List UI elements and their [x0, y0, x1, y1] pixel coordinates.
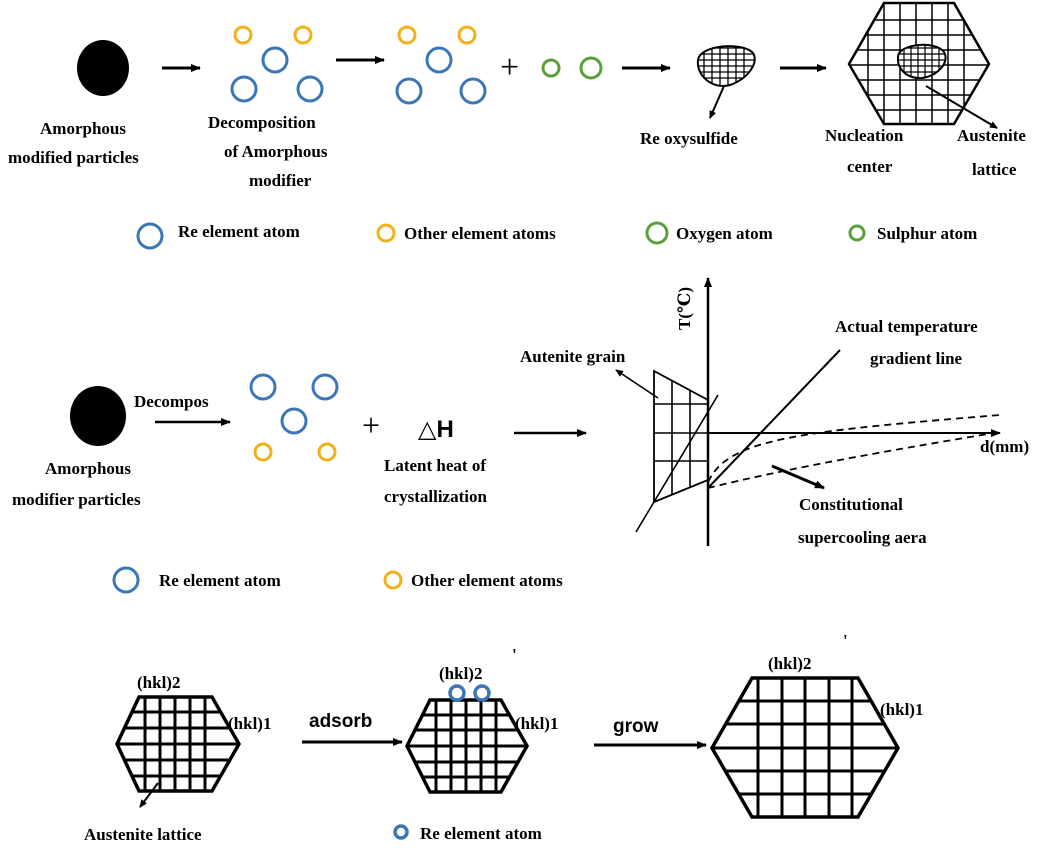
actual-gradient-label-2: gradient line [870, 349, 963, 368]
actual-gradient-line [707, 349, 841, 489]
autenite-grain-label: Autenite grain [520, 347, 626, 366]
plus-sign: + [500, 49, 519, 86]
lattice-pointer [925, 85, 998, 129]
nucleation-label-1: Nucleation [825, 126, 904, 145]
modifier-particle [70, 386, 126, 446]
legend-other-icon [376, 223, 396, 243]
liquidus-curve-lower [707, 431, 1001, 489]
other-atom [233, 25, 253, 45]
oxygen-atom [579, 56, 603, 80]
re-atom [311, 373, 339, 401]
oxysulfide-pointer [709, 85, 725, 119]
re-atom [280, 407, 308, 435]
amorphous-label-1: Amorphous [40, 119, 126, 138]
supercooling-pointer [771, 464, 825, 490]
adsorb-label: adsorb [309, 711, 372, 732]
austenite-label-1: Austenite [957, 126, 1026, 145]
atom-cluster-2 [395, 25, 487, 105]
y-axis-label: T(℃) [675, 287, 694, 330]
decomposition-label-2: of Amorphous [224, 142, 328, 161]
middle-row: Decompos Amorphous modifier particles + … [12, 277, 1029, 594]
hkl2-label-3: (hkl)2 [768, 654, 811, 673]
constitutional-label-2: supercooling aera [798, 528, 927, 547]
hexagon-lattice-large [709, 676, 901, 819]
plus-sign-2: + [362, 407, 380, 443]
legend-re-label-2: Re element atom [159, 571, 281, 590]
legend-other-icon-2 [383, 570, 403, 590]
decomposition-label-1: Decomposition [208, 113, 316, 132]
other-atom [293, 25, 313, 45]
bottom-row: (hkl)2 (hkl)1 Austenite lattice adsorb (… [84, 631, 923, 844]
grain-pointer [615, 369, 659, 399]
oxygen-atom [541, 58, 561, 78]
top-row: Amorphous modified particles Decompositi… [8, 1, 1026, 250]
re-atom [296, 75, 324, 103]
re-atom [230, 75, 258, 103]
austenite-lattice-hexagon [847, 1, 991, 126]
amorphous-particle [77, 40, 129, 96]
hexagon-lattice-adsorbed [405, 684, 530, 794]
top-legend: Re element atom Other element atoms Oxyg… [136, 221, 977, 250]
hkl2-label-1: (hkl)2 [137, 673, 180, 692]
re-atom [425, 46, 453, 74]
re-oxysulfide-label: Re oxysulfide [640, 129, 738, 148]
re-atom [459, 77, 487, 105]
hkl1-label-2: (hkl)1 [515, 714, 558, 733]
latent-heat-label-2: crystallization [384, 487, 487, 506]
adsorbed-re-atom [473, 684, 491, 702]
legend-re-icon [136, 222, 164, 250]
actual-gradient-label-1: Actual temperature [835, 317, 978, 336]
amorphous-modifier-label-1: Amorphous [45, 459, 131, 478]
prime-mark-3: ' [843, 631, 848, 650]
legend-re-icon-2 [112, 566, 140, 594]
grow-label: grow [613, 716, 659, 737]
legend-oxygen-label: Oxygen atom [676, 224, 773, 243]
atom-cluster-3 [249, 373, 339, 462]
adsorbed-re-atom [448, 684, 466, 702]
hexagon-lattice-small [115, 695, 242, 793]
autenite-grain-grid [654, 381, 708, 495]
legend-oxygen-icon [645, 221, 669, 245]
decomposition-label-3: modifier [249, 171, 312, 190]
re-oxysulfide-blob [696, 45, 756, 87]
legend-other-label-2: Other element atoms [411, 571, 563, 590]
re-atom [261, 46, 289, 74]
re-atom [395, 77, 423, 105]
other-atom [457, 25, 477, 45]
decompos-label: Decompos [134, 392, 209, 411]
austenite-lattice-label: Austenite lattice [84, 825, 202, 844]
legend-sulphur-label: Sulphur atom [877, 224, 977, 243]
hkl1-label-1: (hkl)1 [228, 714, 271, 733]
delta-h-label: △H [418, 416, 454, 443]
other-atom [397, 25, 417, 45]
x-axis-label: d(mm) [980, 437, 1029, 456]
re-atom [249, 373, 277, 401]
legend-re-icon-3 [393, 824, 409, 840]
lattice-pointer-bottom [139, 782, 159, 808]
legend-sulphur-icon [848, 224, 866, 242]
atom-cluster-1 [230, 25, 324, 103]
latent-heat-label-1: Latent heat of [384, 456, 486, 475]
hkl2-label-2: (hkl)2 [439, 664, 482, 683]
hkl1-label-3: (hkl)1 [880, 700, 923, 719]
legend-other-label: Other element atoms [404, 224, 556, 243]
legend-re-label: Re element atom [178, 222, 300, 241]
middle-legend: Re element atom Other element atoms [112, 566, 563, 594]
prime-mark-2: ' [512, 645, 517, 664]
austenite-label-2: lattice [972, 160, 1017, 179]
nucleation-label-2: center [847, 157, 893, 176]
re-atom-legend-label: Re element atom [420, 824, 542, 843]
amorphous-label-2: modified particles [8, 148, 139, 167]
temperature-graph: T(℃) d(mm) Autenite grain Actual tempera… [520, 277, 1029, 547]
other-atom [317, 442, 337, 462]
grain-cut-line [635, 394, 719, 533]
constitutional-label-1: Constitutional [799, 495, 903, 514]
other-atom [253, 442, 273, 462]
liquidus-curve-upper [707, 414, 1001, 483]
autenite-grain-shape [653, 369, 709, 504]
amorphous-modifier-label-2: modifier particles [12, 490, 141, 509]
